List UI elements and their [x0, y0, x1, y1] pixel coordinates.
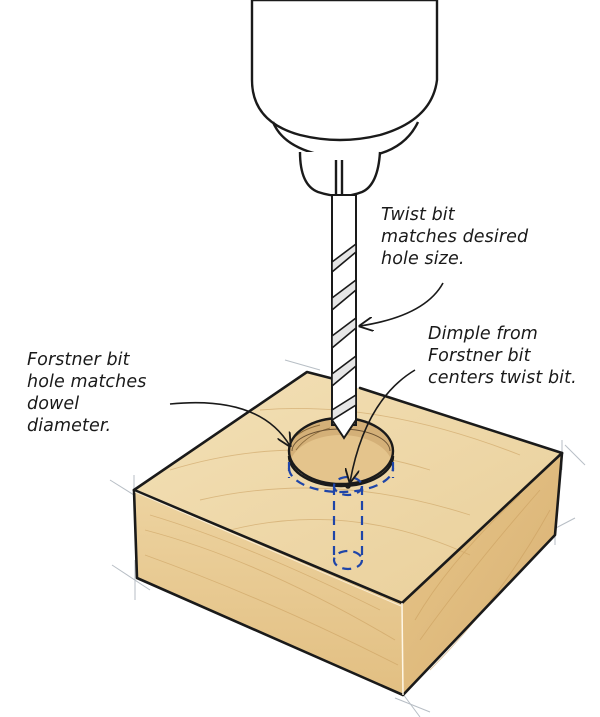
- leader-lines: [169, 282, 444, 482]
- callout-line: Twist bit: [381, 205, 455, 225]
- leader-dimple: [350, 369, 416, 482]
- callout-line: matches desired: [381, 227, 529, 247]
- block-front-face: [134, 490, 403, 695]
- callout-line: hole size.: [381, 249, 465, 269]
- leader-forstner: [169, 401, 290, 446]
- callout-line: dowel: [27, 394, 80, 414]
- callout-line: Forstner bit: [428, 346, 531, 366]
- twist-bit: [331, 194, 357, 440]
- callout-line: Dimple from: [428, 324, 538, 344]
- callout-line: diameter.: [27, 416, 112, 436]
- drill-chuck: [250, 0, 439, 200]
- forstner-hole: [287, 416, 395, 488]
- dowel-hidden-outline: [287, 462, 395, 571]
- callout-forstner-hole: Forstner bit hole matches dowel diameter…: [27, 349, 146, 437]
- callout-line: Forstner bit: [27, 350, 130, 370]
- callout-dimple: Dimple from Forstner bit centers twist b…: [428, 323, 577, 389]
- dimple: [345, 483, 351, 489]
- callout-twist-bit: Twist bit matches desired hole size.: [381, 204, 528, 270]
- leader-twist-bit: [360, 282, 444, 326]
- callout-line: centers twist bit.: [428, 368, 577, 388]
- block-side-face: [402, 453, 562, 695]
- callout-line: hole matches: [27, 372, 147, 392]
